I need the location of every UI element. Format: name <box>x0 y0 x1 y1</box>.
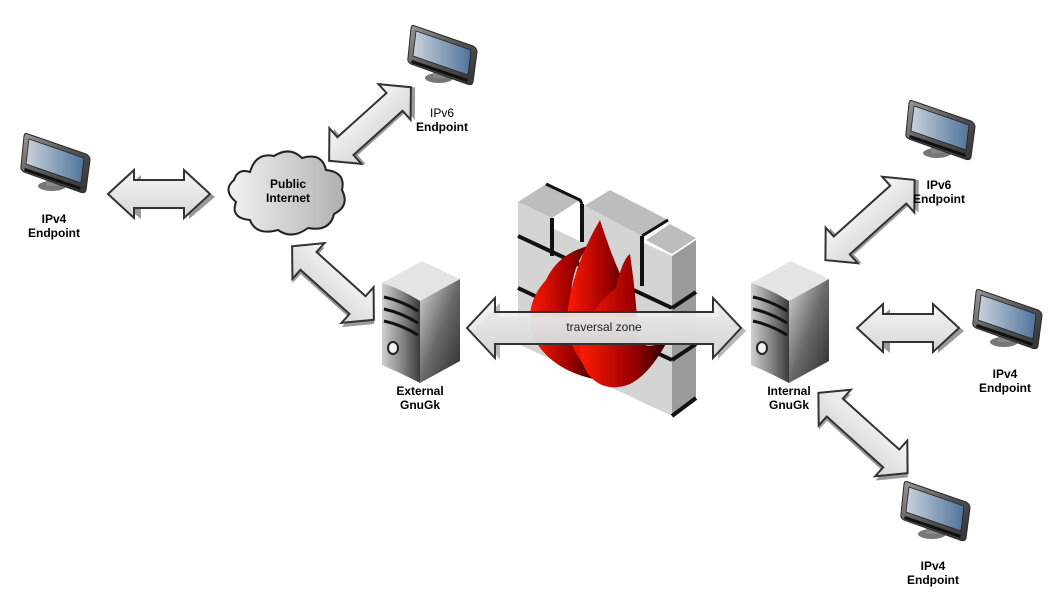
monitor-icon <box>20 132 91 194</box>
firewall-icon <box>517 182 698 418</box>
monitor-icon <box>407 24 478 86</box>
arrow-cloud-external-gnugk <box>291 241 375 328</box>
traversal-zone-label: traversal zone <box>566 320 642 334</box>
node-label-line1: Internal <box>767 384 810 398</box>
server-icon <box>380 259 462 385</box>
node-label-line1: IPv4 <box>921 559 946 573</box>
arrow-internal-gnugk-ipv6-right <box>824 175 919 265</box>
node-label-line2: GnuGk <box>769 398 809 412</box>
node-label-line2: Endpoint <box>979 381 1031 395</box>
external-gnugk-server: External GnuGk <box>380 259 462 412</box>
arrow-ipv4-left-cloud <box>106 167 215 221</box>
internal-gnugk-server: Internal GnuGk <box>749 259 831 412</box>
arrow-internal-gnugk-ipv4-right <box>855 301 964 355</box>
cloud-icon <box>227 150 346 236</box>
server-icon <box>749 259 831 385</box>
ipv6-endpoint-top: IPv6 Endpoint <box>407 24 478 134</box>
monitor-icon <box>905 99 976 161</box>
node-label-line1: External <box>396 384 443 398</box>
node-label-line2: Endpoint <box>28 226 80 240</box>
ipv4-endpoint-bottom: IPv4 Endpoint <box>900 480 971 587</box>
ipv4-endpoint-right: IPv4 Endpoint <box>972 288 1043 395</box>
node-label-line2: Endpoint <box>416 120 468 134</box>
node-label-line1: IPv4 <box>42 212 67 226</box>
ipv6-endpoint-right: IPv6 Endpoint <box>905 99 976 206</box>
monitor-icon <box>972 288 1043 350</box>
node-label-line1: IPv4 <box>993 367 1018 381</box>
node-label-line2: Endpoint <box>913 192 965 206</box>
monitor-icon <box>900 480 971 542</box>
node-label-line2: Endpoint <box>907 573 959 587</box>
public-internet-cloud: Public Internet <box>227 150 346 236</box>
node-label-line1: Public <box>270 177 306 191</box>
arrow-traversal-zone <box>465 295 746 361</box>
node-label-line2: Internet <box>266 191 310 205</box>
ipv4-endpoint-left: IPv4 Endpoint <box>20 132 91 240</box>
arrow-cloud-ipv6-top <box>328 82 416 166</box>
arrow-internal-gnugk-ipv4-bottom <box>817 388 909 481</box>
node-label-line1: IPv6 <box>430 106 454 120</box>
node-label-line1: IPv6 <box>927 178 952 192</box>
node-label-line2: GnuGk <box>400 398 440 412</box>
